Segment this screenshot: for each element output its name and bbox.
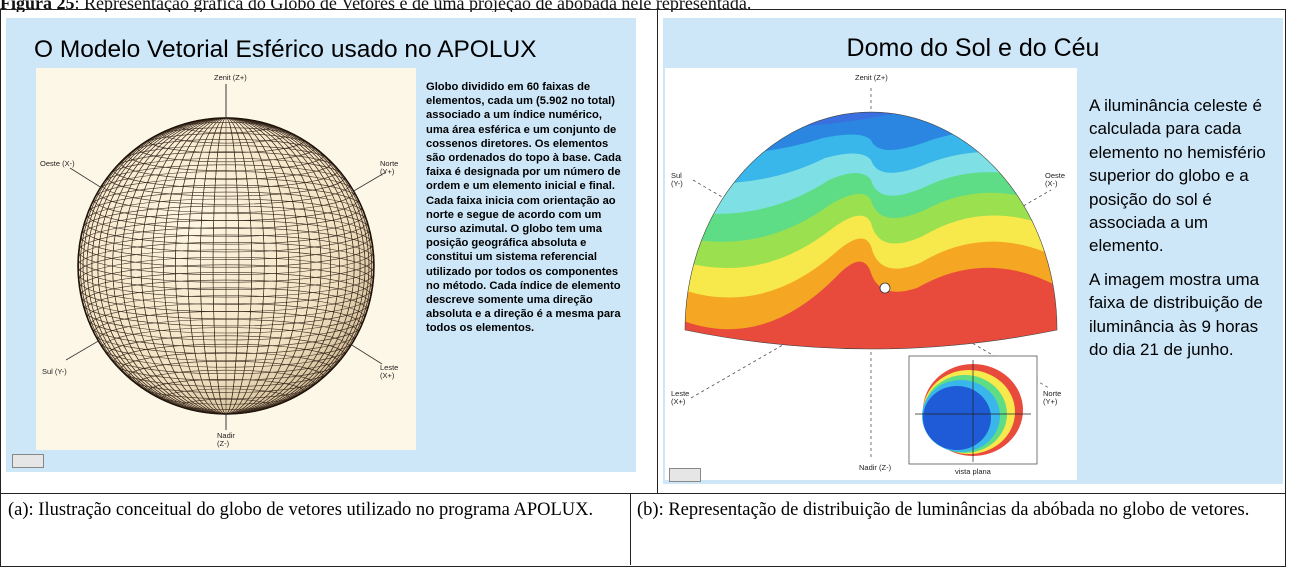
slide-tool-icon[interactable]	[12, 454, 44, 468]
dome-label-sul: Sul(Y-)	[671, 171, 683, 188]
dome-label-norte: Norte(Y+)	[1043, 389, 1062, 406]
row-divider	[0, 493, 1285, 494]
dome-label-nadir: Nadir (Z-)	[859, 463, 892, 472]
panel-a-title: O Modelo Vetorial Esférico usado no APOL…	[34, 36, 537, 63]
dome-label-leste: Leste(X+)	[671, 389, 690, 406]
globe-svg	[65, 84, 387, 430]
plan-view-inset	[908, 355, 1038, 465]
panel-a-description: Globo dividido em 60 faixas de elementos…	[426, 81, 622, 335]
panel-b-paragraph-1: A iluminância celeste é calculada para c…	[1089, 96, 1266, 256]
axis-label-sul: Sul (Y-)	[42, 367, 67, 376]
panel-b-paragraph-2: A imagem mostra uma faixa de distribuiçã…	[1089, 269, 1263, 360]
sun-marker	[879, 282, 891, 294]
column-divider-bottom	[630, 493, 631, 565]
dome-label-oeste: Oeste(X-)	[1045, 171, 1066, 188]
dome-label-zenit: Zenit (Z+)	[855, 73, 888, 82]
panel-b-title: Domo do Sol e do Céu	[846, 34, 1100, 62]
sky-dome-image: Zenit (Z+) Sul(Y-) Oeste(X-) Leste(X+) N…	[665, 68, 1077, 480]
vector-globe-image: Zenit (Z+) Oeste (X-) Norte(Y+) Sul (Y-)…	[36, 68, 416, 450]
panel-a-slide: O Modelo Vetorial Esférico usado no APOL…	[6, 18, 636, 472]
column-divider-top	[657, 9, 658, 493]
panel-b-slide: Domo do Sol e do Céu	[663, 18, 1283, 484]
slide-tool-icon-b[interactable]	[669, 468, 701, 482]
caption-a: (a): Ilustração conceitual do globo de v…	[8, 500, 594, 520]
axis-label-zenit: Zenit (Z+)	[214, 73, 247, 82]
dome-svg	[684, 88, 1058, 465]
panel-b-description: A iluminância celeste é calculada para c…	[1089, 94, 1274, 371]
inset-label: vista plana	[955, 467, 991, 476]
axis-label-leste: Leste(X+)	[380, 363, 399, 380]
axis-label-oeste: Oeste (X-)	[40, 159, 75, 168]
axis-label-norte: Norte(Y+)	[380, 159, 399, 176]
caption-b: (b): Representação de distribuição de lu…	[637, 500, 1250, 520]
axis-label-nadir: Nadir(Z-)	[217, 431, 235, 448]
